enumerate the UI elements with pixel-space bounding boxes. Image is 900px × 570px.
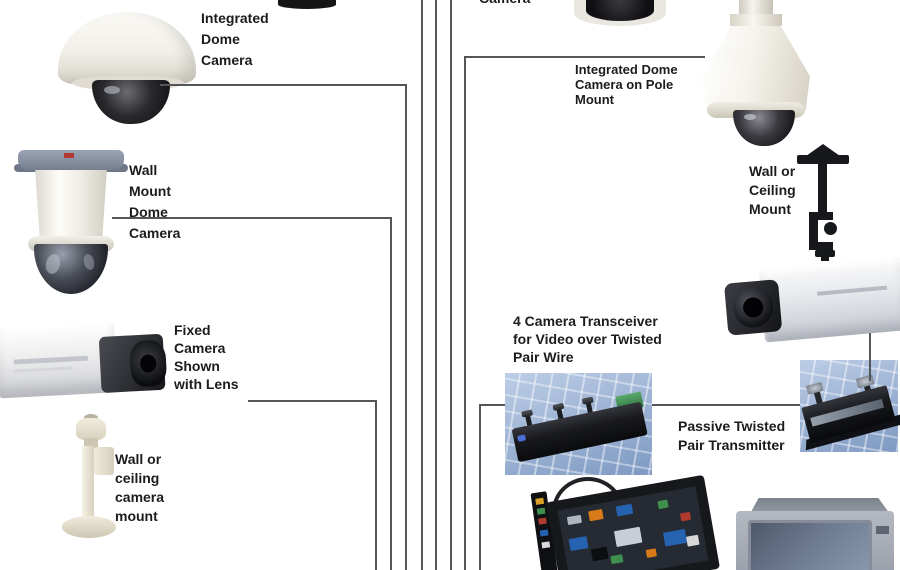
monitor-screen	[748, 520, 872, 570]
pole-dome-lens-dome	[733, 110, 795, 146]
wire-integrated-dome	[160, 84, 406, 86]
circuit-board	[557, 486, 709, 570]
label-integrated-dome-camera: Integrated Dome Camera	[201, 10, 269, 68]
cropped-dome-camera-image	[586, 0, 654, 21]
wire-fixed-camera	[248, 400, 377, 402]
fixed-box-camera-image	[0, 311, 172, 412]
wire-trunk-1	[421, 0, 423, 570]
wire-fixed-camera-drop	[375, 400, 377, 570]
wire-pole-dome-drop	[464, 56, 466, 570]
four-camera-transceiver-image	[505, 373, 652, 475]
cropped-label-camera: Camera	[479, 0, 553, 9]
pole-dome-housing	[702, 26, 810, 110]
bnc-connector	[855, 374, 875, 389]
wire-integrated-dome-drop	[405, 84, 407, 570]
wire-trunk-2	[435, 0, 437, 570]
dome-camera-housing	[58, 12, 196, 84]
label-4-camera-transceiver: 4 Camera Transceiver for Video over Twis…	[513, 313, 662, 365]
wire-wall-mount-dome-drop	[390, 217, 392, 570]
wire-wall-mount-dome	[112, 217, 392, 219]
wire-trunk-3	[450, 0, 452, 570]
label-integrated-dome-pole-mount: Integrated Dome Camera on Pole Mount	[575, 62, 678, 107]
wire-pole-dome	[464, 56, 705, 58]
wire-camera-to-transmitter	[869, 333, 871, 381]
cropped-camera-top-left-image	[278, 0, 336, 9]
label-wall-mount-dome-camera: Wall Mount Dome Camera	[129, 162, 181, 241]
label-passive-twisted-pair-transmitter: Passive Twisted Pair Transmitter	[678, 418, 786, 453]
label-wall-or-ceiling-mount: Wall or Ceiling Mount	[749, 163, 796, 217]
bnc-connector	[805, 381, 824, 395]
passive-twisted-pair-transmitter-image	[800, 360, 900, 452]
dome-camera-lens-dome	[92, 80, 170, 124]
box-camera-right-image	[722, 250, 900, 355]
label-pedestal-mount: Wall or ceiling camera mount	[115, 451, 165, 524]
label-fixed-camera: Fixed Camera Shown with Lens	[174, 322, 239, 392]
wire-transceiver-drop	[479, 404, 481, 570]
